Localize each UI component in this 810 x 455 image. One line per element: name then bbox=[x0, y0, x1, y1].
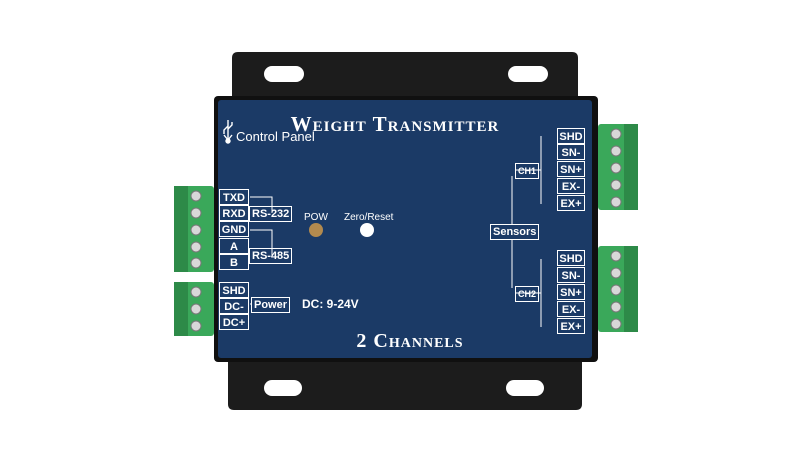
zero-reset-label: Zero/Reset bbox=[344, 212, 394, 223]
rs232-label: RS-232 bbox=[249, 206, 293, 222]
sensors-label: Sensors bbox=[490, 224, 540, 240]
bottom-mounting-bracket bbox=[228, 358, 582, 410]
ch1-label: CH1 bbox=[515, 163, 540, 179]
pin-rxd: RXD bbox=[219, 205, 249, 221]
top-left-mount-hole bbox=[264, 66, 304, 82]
ch2-label: CH2 bbox=[515, 286, 540, 302]
top-right-mount-hole bbox=[508, 66, 548, 82]
pin-b: B bbox=[219, 254, 249, 270]
ch2-pin-ex-plus: EX+ bbox=[557, 318, 585, 334]
ch1-pin-shd: SHD bbox=[557, 128, 585, 144]
ch1-pin-sn-plus: SN+ bbox=[557, 161, 585, 177]
ch2-pin-ex-minus: EX- bbox=[557, 301, 585, 317]
ch1-pin-ex-minus: EX- bbox=[557, 178, 585, 194]
ch1-pin-sn-minus: SN- bbox=[557, 144, 585, 160]
pin-dc-minus: DC- bbox=[219, 298, 249, 314]
device-subtitle: 2 Channels bbox=[356, 330, 464, 352]
control-panel-label: Control Panel bbox=[236, 129, 315, 144]
power-label: Power bbox=[251, 297, 291, 313]
pow-led bbox=[309, 223, 323, 237]
ch2-pin-shd: SHD bbox=[557, 250, 585, 266]
bottom-right-mount-hole bbox=[506, 380, 544, 396]
usb-icon bbox=[223, 120, 233, 144]
pow-led-label: POW bbox=[304, 212, 328, 223]
device-title: Weight Transmitter bbox=[290, 112, 500, 136]
ch2-pin-sn-minus: SN- bbox=[557, 267, 585, 283]
pin-dc-plus: DC+ bbox=[219, 314, 249, 330]
ch1-pin-ex-plus: EX+ bbox=[557, 195, 585, 211]
bottom-left-mount-hole bbox=[264, 380, 302, 396]
front-panel bbox=[218, 100, 592, 358]
power-spec-label: DC: 9-24V bbox=[302, 297, 359, 311]
pin-gnd: GND bbox=[219, 221, 249, 237]
pin-txd: TXD bbox=[219, 189, 249, 205]
top-mounting-bracket bbox=[232, 52, 578, 98]
rs485-label: RS-485 bbox=[249, 248, 293, 264]
pin-a: A bbox=[219, 238, 249, 254]
pin-power-shd: SHD bbox=[219, 282, 249, 298]
ch2-pin-sn-plus: SN+ bbox=[557, 284, 585, 300]
zero-reset-button bbox=[360, 223, 374, 237]
